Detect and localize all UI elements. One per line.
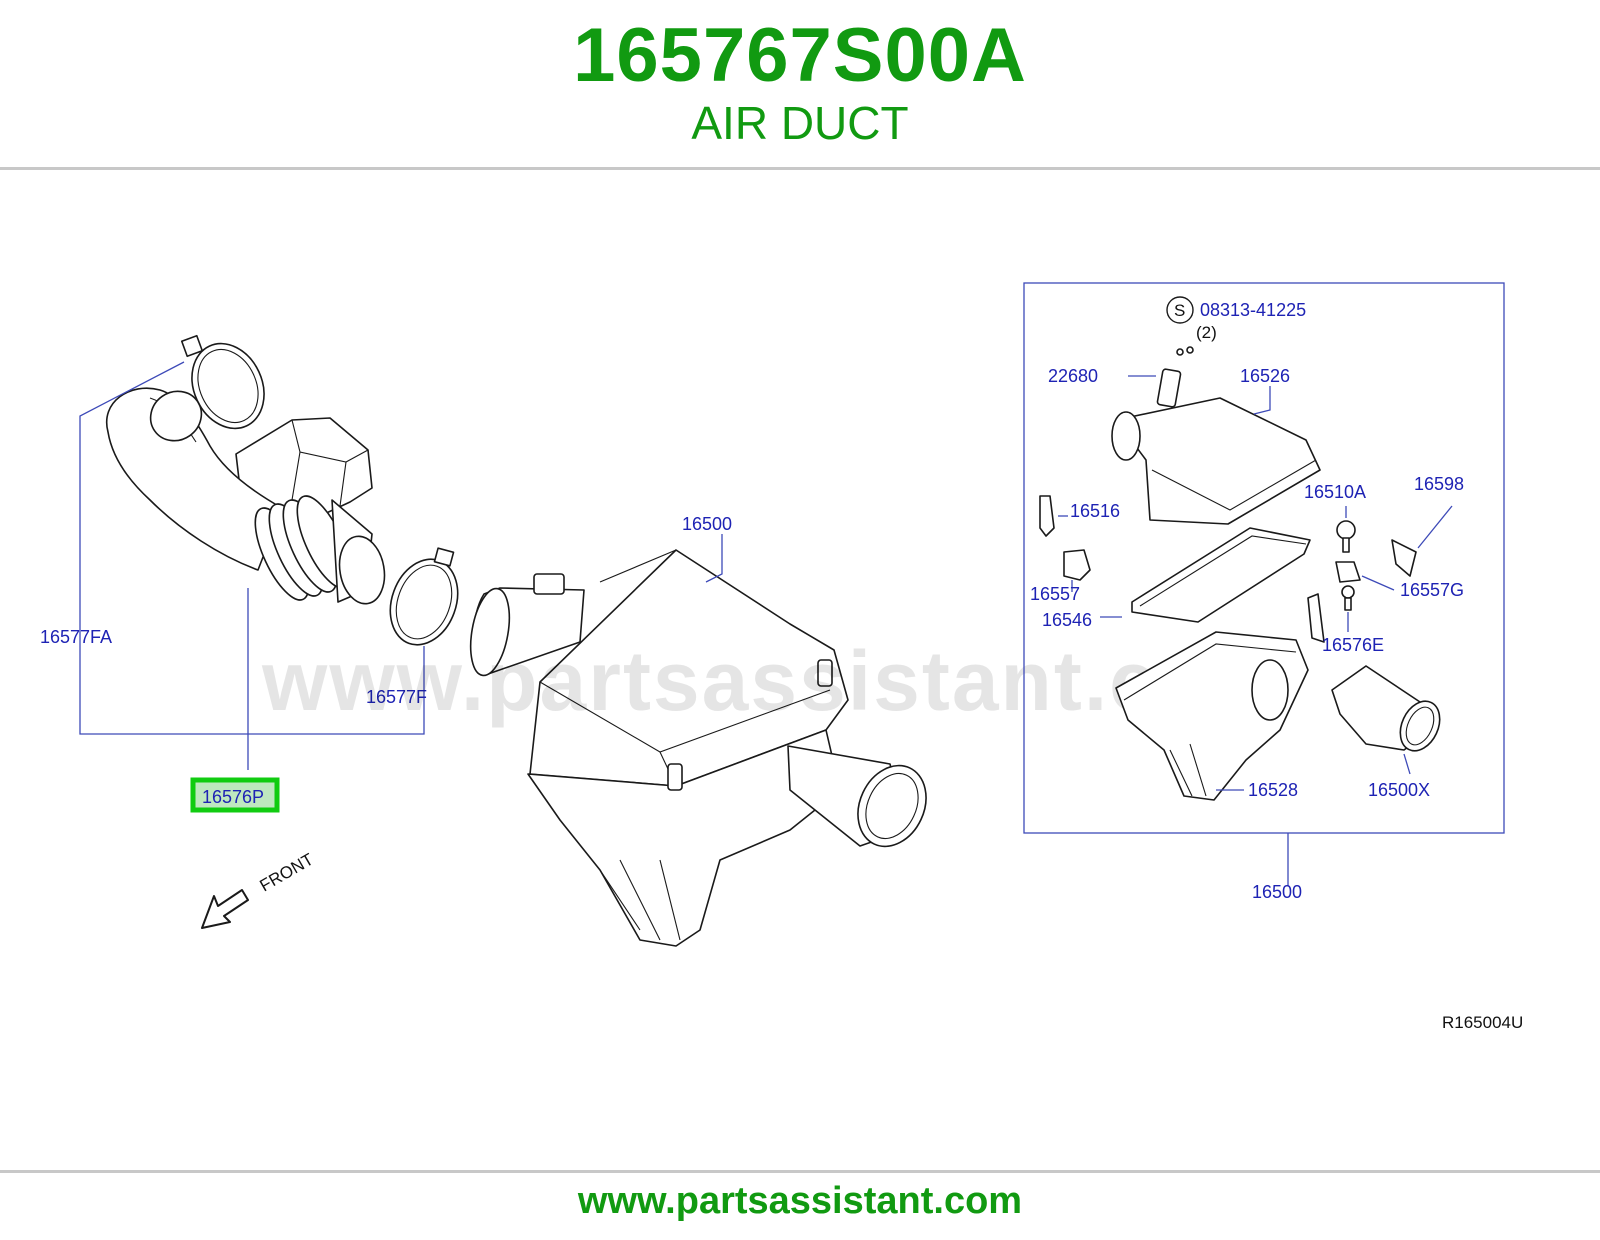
header-divider <box>0 167 1600 170</box>
footer-divider <box>0 1170 1600 1173</box>
label-16510A: 16510A <box>1304 482 1366 502</box>
clip-16510A <box>1336 520 1356 540</box>
label-16577FA: 16577FA <box>40 627 112 647</box>
part-number-title: 165767S00A <box>573 13 1027 98</box>
exploded-view-panel: 16500 S 08313-41225 (2) 22680 16526 1651… <box>1023 282 1505 902</box>
clip-16576E <box>1307 593 1325 643</box>
watermark-text: www.partsassistant.com <box>261 634 1288 728</box>
bracket-16598 <box>1391 539 1417 577</box>
label-16576E: 16576E <box>1322 635 1384 655</box>
duct-bellows <box>254 495 386 605</box>
mounting-bolt <box>1039 495 1055 537</box>
grommet-16557G <box>1335 561 1361 583</box>
highlight-box-16576P <box>190 777 280 813</box>
air-cleaner-cover <box>1115 397 1321 525</box>
page-header: 165767S00A AIR DUCT <box>0 0 1600 168</box>
duct-tube <box>105 387 283 571</box>
label-16526: 16526 <box>1240 366 1290 386</box>
hose-clamp-lower <box>389 547 459 646</box>
label-16500-box: 16500 <box>1252 882 1302 902</box>
parts-diagram: 16577FA 16577F 16576P FRONT 16500 w <box>40 282 1523 1032</box>
label-16576P[interactable]: 16576P <box>202 787 264 807</box>
label-08313-41225: 08313-41225 <box>1200 300 1306 320</box>
label-22680: 22680 <box>1048 366 1098 386</box>
air-duct-assembly: 16577FA 16577F 16576P FRONT <box>40 334 459 929</box>
label-16516: 16516 <box>1070 501 1120 521</box>
diagram-reference-code: R165004U <box>1442 1013 1523 1032</box>
label-16500-main: 16500 <box>682 514 732 534</box>
service-symbol-letter: S <box>1174 301 1185 320</box>
air-cleaner-assembly: 16500 <box>469 514 927 947</box>
label-16598: 16598 <box>1414 474 1464 494</box>
label-16557G: 16557G <box>1400 580 1464 600</box>
label-16557: 16557 <box>1030 584 1080 604</box>
air-cleaner-lower-case <box>527 729 841 947</box>
front-label: FRONT <box>257 850 317 896</box>
exploded-view-frame <box>1023 282 1505 834</box>
grommet <box>1063 549 1091 581</box>
air-filter-element <box>1131 527 1311 623</box>
label-16528: 16528 <box>1248 780 1298 800</box>
front-direction-arrow: FRONT <box>201 850 317 929</box>
footer-website-link[interactable]: www.partsassistant.com <box>577 1180 1023 1222</box>
label-16546: 16546 <box>1042 610 1092 630</box>
label-quantity-2: (2) <box>1196 323 1217 342</box>
part-name-subtitle: AIR DUCT <box>691 97 909 149</box>
label-16577F: 16577F <box>366 687 427 707</box>
hose-clamp-upper <box>180 334 265 430</box>
label-16500X: 16500X <box>1368 780 1430 800</box>
service-symbol <box>1166 296 1194 324</box>
mass-air-flow-sensor <box>1156 368 1182 408</box>
